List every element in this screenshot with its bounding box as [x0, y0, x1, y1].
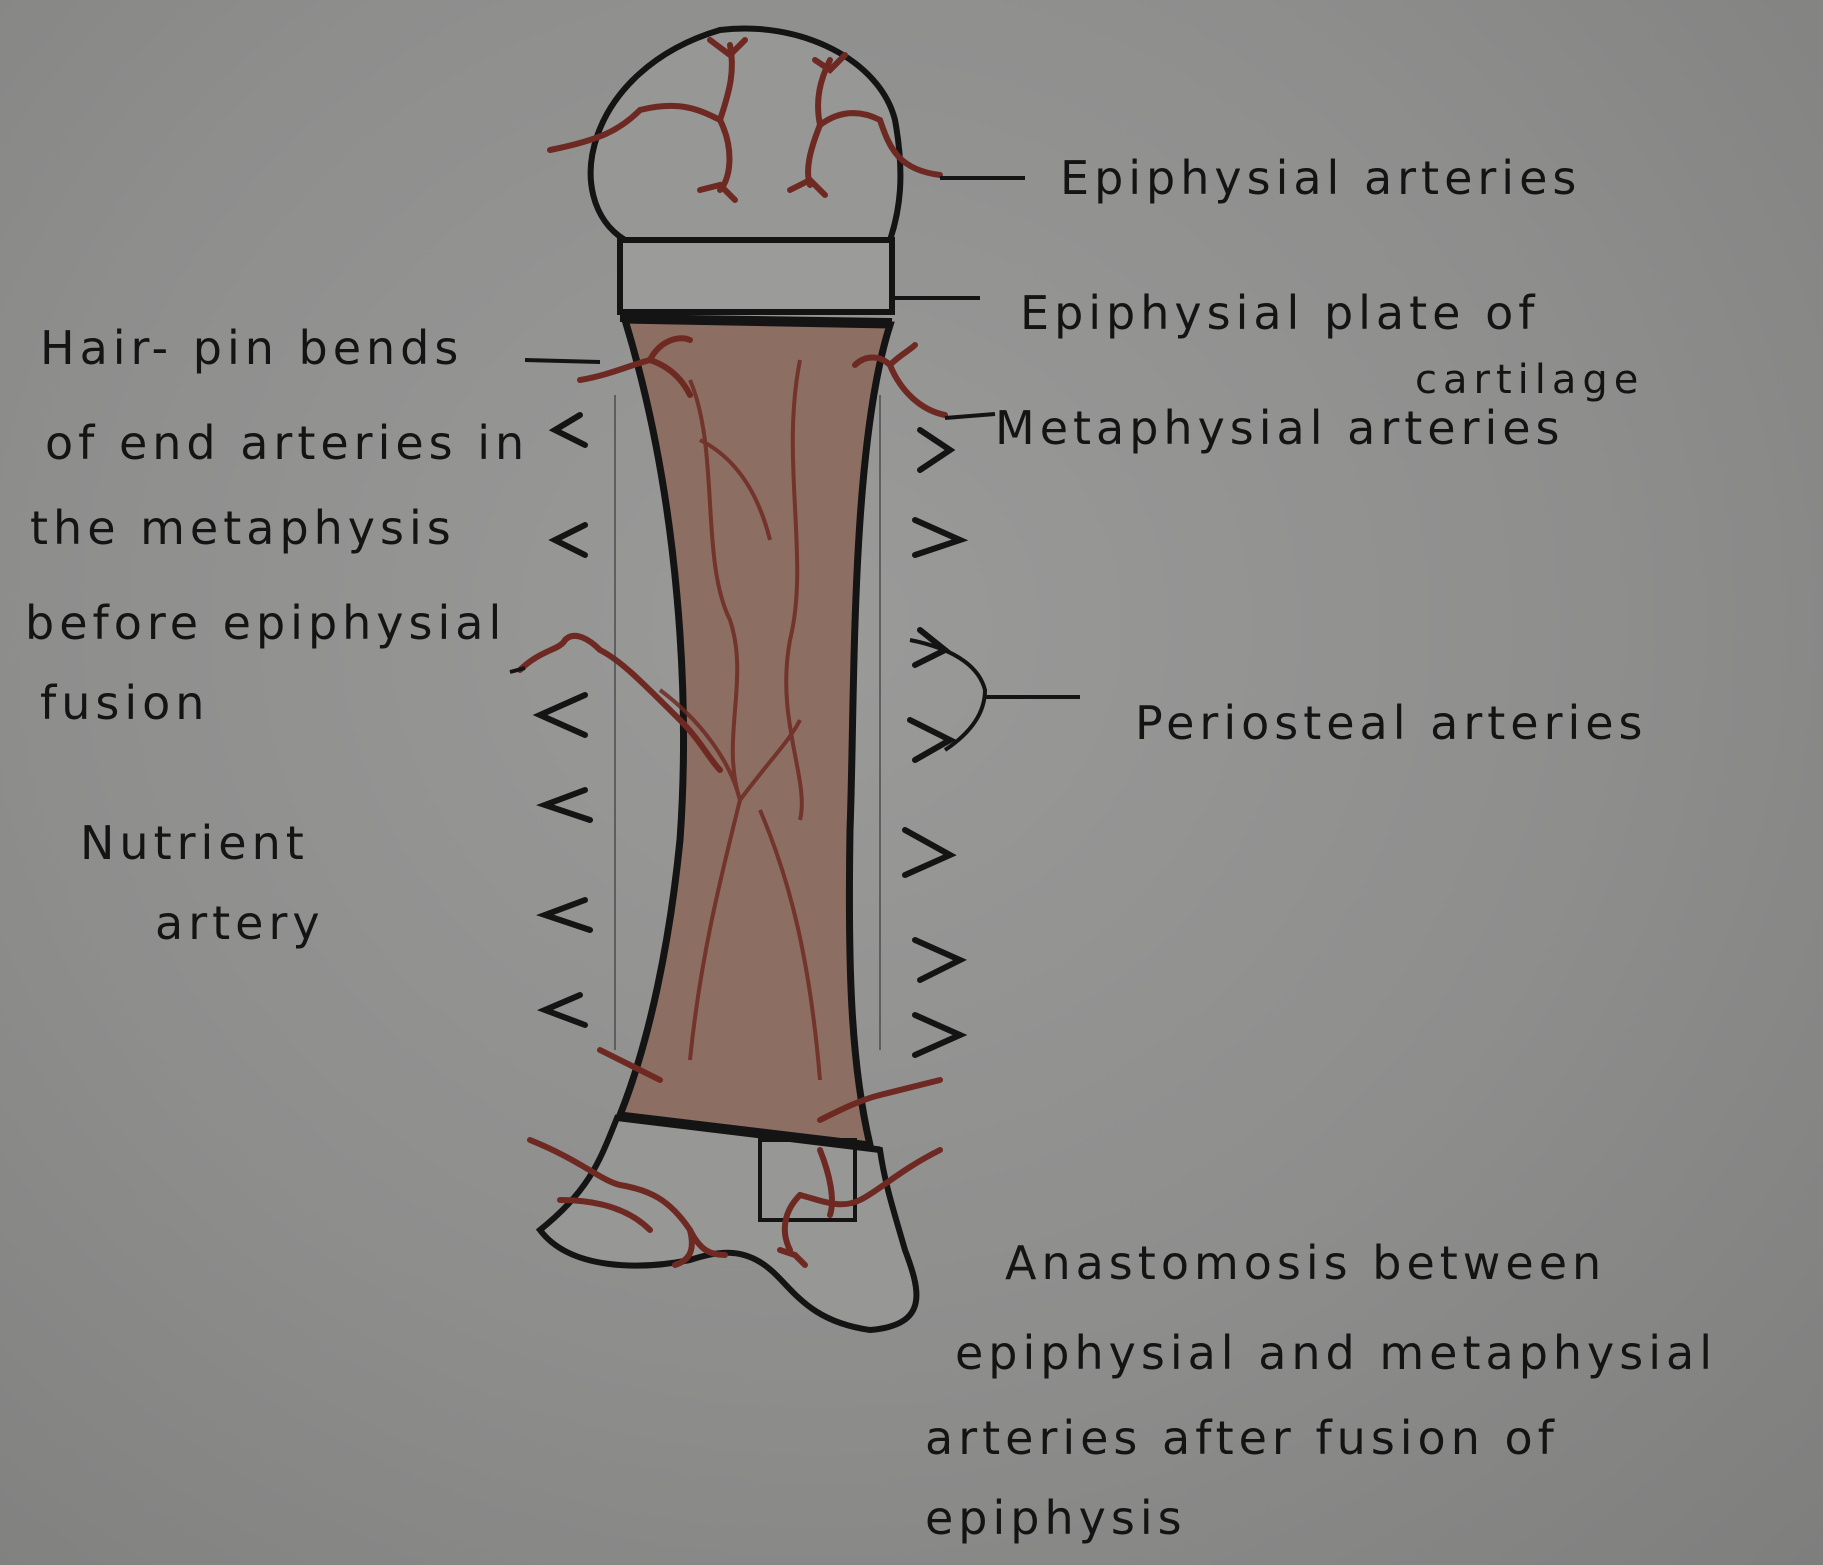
- epiphysial-plate: [620, 240, 892, 312]
- label-periosteal-arteries: Periosteal arteries: [1135, 700, 1648, 746]
- label-hairpin-line1: Hair- pin bends: [40, 325, 463, 371]
- label-epiphysial-plate: Epiphysial plate of: [1020, 290, 1539, 336]
- label-hairpin-line5: fusion: [40, 680, 209, 726]
- label-hairpin-line3: the metaphysis: [30, 505, 456, 551]
- label-anastomosis-line2: epiphysial and metaphysial: [955, 1330, 1717, 1376]
- label-nutrient-line2: artery: [155, 900, 325, 946]
- label-anastomosis-line4: epiphysis: [925, 1495, 1187, 1541]
- epiphysis-head: [591, 28, 901, 240]
- label-anastomosis-line1: Anastomosis between: [1005, 1240, 1606, 1286]
- label-epiphysial-arteries: Epiphysial arteries: [1060, 155, 1581, 201]
- label-anastomosis-line3: arteries after fusion of: [925, 1415, 1559, 1461]
- bone-shaft: [620, 320, 890, 1145]
- lower-epiphysis: [540, 1118, 916, 1330]
- label-nutrient-line1: Nutrient: [80, 820, 309, 866]
- label-metaphysial-arteries: Metaphysial arteries: [995, 405, 1565, 451]
- label-hairpin-line2: of end arteries in: [45, 420, 529, 466]
- label-epiphysial-plate-cartilage: cartilage: [1415, 360, 1644, 400]
- label-hairpin-line4: before epiphysial: [25, 600, 506, 646]
